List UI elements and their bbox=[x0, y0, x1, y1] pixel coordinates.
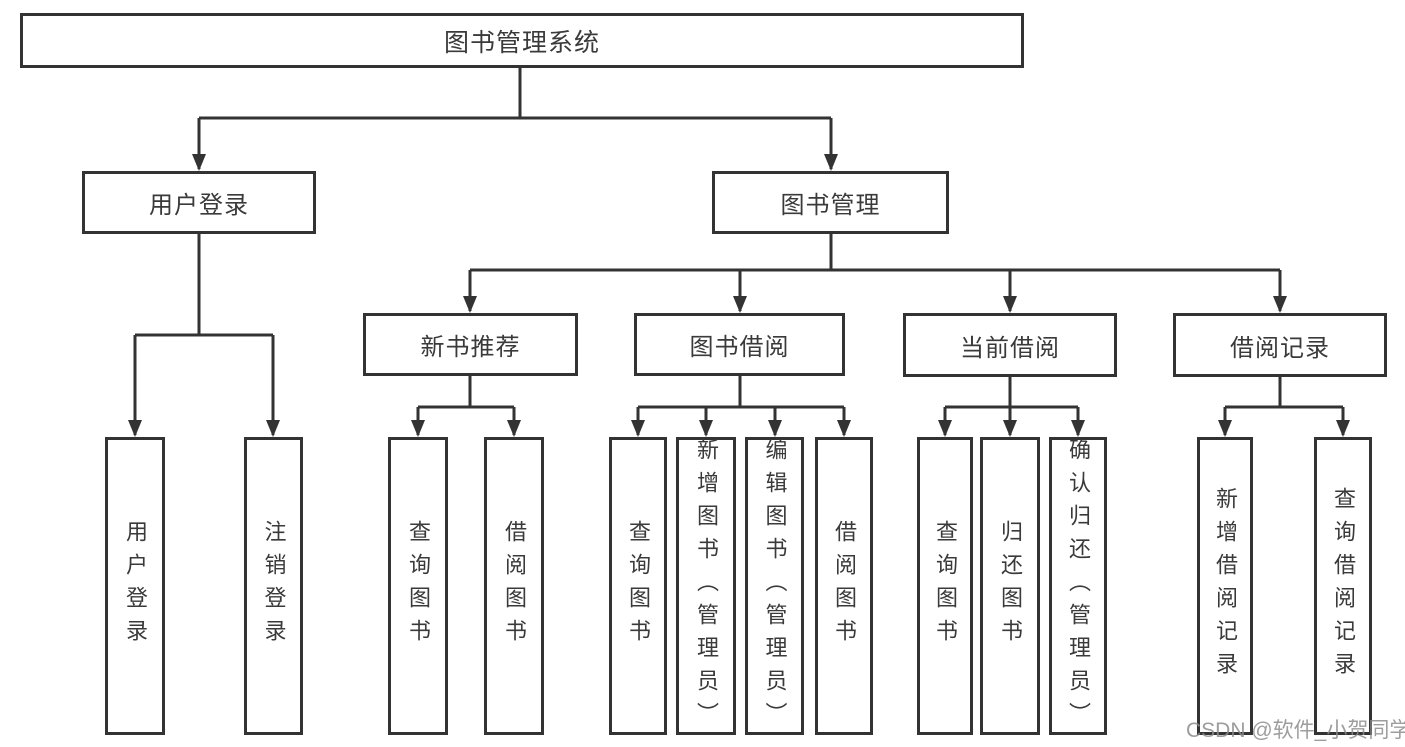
node-leaf-br-add-record-label: 新增借阅记录 bbox=[1213, 487, 1238, 685]
node-leaf-cb-confirm-return-admin-label: 确认归还（管理员） bbox=[1066, 437, 1091, 735]
node-current-borrowing-label: 当前借阅 bbox=[960, 334, 1060, 362]
node-root-system: 图书管理系统 bbox=[20, 13, 1024, 68]
node-leaf-cb-query-books-label: 查询图书 bbox=[933, 520, 958, 652]
node-leaf-nbr-query-books: 查询图书 bbox=[388, 437, 448, 735]
node-leaf-bb-add-books-admin-label: 新增图书（管理员） bbox=[694, 437, 719, 735]
node-root-system-label: 图书管理系统 bbox=[443, 28, 600, 57]
node-current-borrowing: 当前借阅 bbox=[903, 313, 1117, 377]
node-leaf-bb-borrow-books: 借阅图书 bbox=[815, 437, 873, 735]
node-user-login-label: 用户登录 bbox=[149, 192, 249, 219]
node-borrowing-records-label: 借阅记录 bbox=[1230, 334, 1330, 362]
node-leaf-br-add-record: 新增借阅记录 bbox=[1197, 437, 1253, 735]
node-book-management: 图书管理 bbox=[712, 171, 949, 234]
node-leaf-logout: 注销登录 bbox=[244, 437, 303, 735]
node-leaf-user-login: 用户登录 bbox=[105, 437, 165, 735]
node-leaf-nbr-query-books-label: 查询图书 bbox=[406, 520, 431, 652]
node-leaf-logout-label: 注销登录 bbox=[261, 520, 287, 652]
node-new-book-recommend-label: 新书推荐 bbox=[420, 334, 521, 361]
node-leaf-user-login-label: 用户登录 bbox=[123, 520, 148, 652]
node-book-management-label: 图书管理 bbox=[780, 192, 881, 219]
node-book-borrowing: 图书借阅 bbox=[634, 313, 845, 376]
node-new-book-recommend: 新书推荐 bbox=[363, 313, 578, 376]
node-leaf-br-query-record: 查询借阅记录 bbox=[1314, 437, 1372, 735]
node-leaf-cb-confirm-return-admin: 确认归还（管理员） bbox=[1049, 437, 1107, 735]
node-book-borrowing-label: 图书借阅 bbox=[689, 334, 790, 361]
node-leaf-bb-edit-books-admin-label: 编辑图书（管理员） bbox=[762, 437, 788, 735]
node-leaf-br-query-record-label: 查询借阅记录 bbox=[1331, 487, 1356, 685]
node-leaf-bb-add-books-admin: 新增图书（管理员） bbox=[676, 437, 736, 735]
csdn-watermark: CSDN @软件_小贺同学 bbox=[1186, 719, 1405, 742]
node-leaf-cb-query-books: 查询图书 bbox=[917, 437, 973, 735]
node-leaf-bb-edit-books-admin: 编辑图书（管理员） bbox=[745, 437, 804, 735]
node-leaf-bb-query-books-label: 查询图书 bbox=[626, 520, 651, 652]
node-leaf-nbr-borrow-books: 借阅图书 bbox=[484, 437, 544, 735]
node-leaf-cb-return-books-label: 归还图书 bbox=[998, 520, 1023, 652]
node-user-login: 用户登录 bbox=[82, 171, 316, 234]
node-leaf-bb-query-books: 查询图书 bbox=[609, 437, 667, 735]
node-leaf-nbr-borrow-books-label: 借阅图书 bbox=[502, 520, 527, 652]
node-leaf-bb-borrow-books-label: 借阅图书 bbox=[832, 520, 857, 652]
node-leaf-cb-return-books: 归还图书 bbox=[980, 437, 1040, 735]
node-borrowing-records: 借阅记录 bbox=[1173, 313, 1387, 377]
